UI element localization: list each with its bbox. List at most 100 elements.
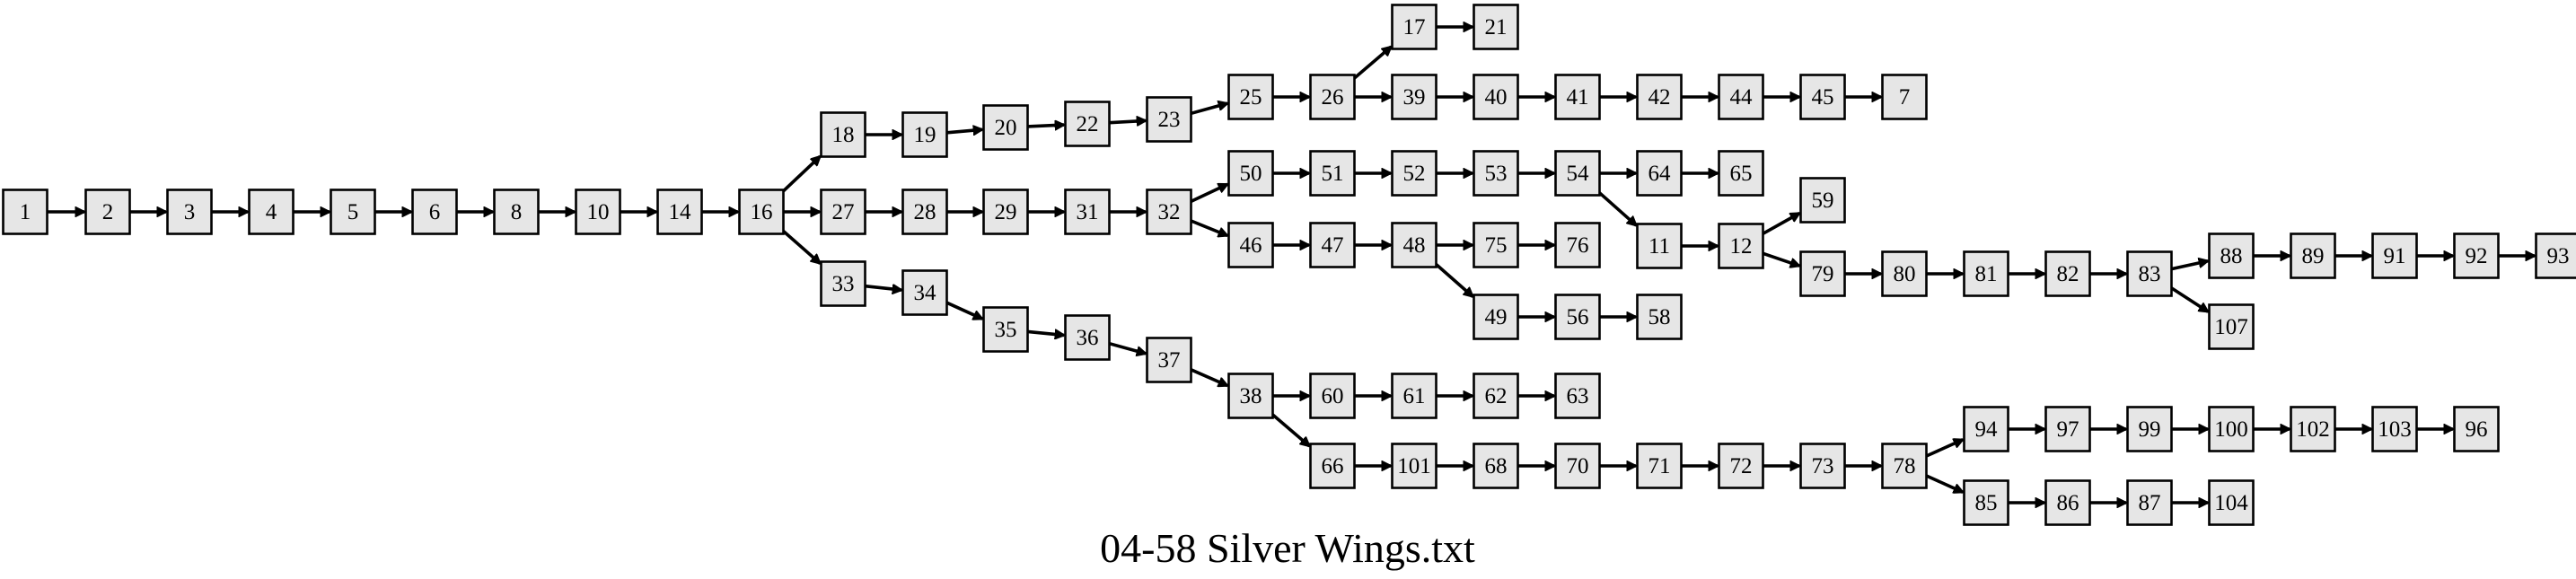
node-box xyxy=(1554,294,1601,340)
node-label: 51 xyxy=(1322,162,1344,186)
node-box xyxy=(575,189,621,235)
node-label: 25 xyxy=(1240,85,1262,110)
node-label: 34 xyxy=(914,281,937,305)
edge-38-to-66 xyxy=(1271,413,1310,446)
node-102: 102 xyxy=(2290,406,2336,452)
node-68: 68 xyxy=(1473,443,1519,489)
node-26: 26 xyxy=(1309,74,1356,120)
node-label: 42 xyxy=(1648,85,1671,110)
node-79: 79 xyxy=(1799,250,1846,297)
node-box xyxy=(820,260,866,307)
node-label: 82 xyxy=(2057,262,2079,286)
node-box xyxy=(1799,74,1846,120)
node-61: 61 xyxy=(1391,373,1437,419)
node-17: 17 xyxy=(1391,4,1437,50)
node-box xyxy=(1963,479,2009,526)
node-label: 56 xyxy=(1567,305,1589,329)
edge-37-to-38 xyxy=(1190,368,1228,386)
node-label: 99 xyxy=(2139,417,2161,442)
node-25: 25 xyxy=(1227,74,1274,120)
node-box xyxy=(820,111,866,158)
node-box xyxy=(2044,479,2091,526)
edge-83-to-107 xyxy=(2170,286,2209,313)
node-54: 54 xyxy=(1554,150,1601,197)
edge-83-to-88 xyxy=(2171,261,2209,271)
node-label: 65 xyxy=(1730,162,1753,186)
node-label: 44 xyxy=(1730,85,1754,110)
node-72: 72 xyxy=(1718,443,1764,489)
node-38: 38 xyxy=(1227,373,1274,419)
node-box xyxy=(1391,150,1437,197)
node-23: 23 xyxy=(1146,96,1192,143)
node-86: 86 xyxy=(2044,479,2091,526)
node-47: 47 xyxy=(1309,222,1356,268)
node-label: 53 xyxy=(1485,162,1508,186)
node-label: 18 xyxy=(832,123,855,147)
node-58: 58 xyxy=(1636,294,1683,340)
edge-78-to-85 xyxy=(1925,474,1964,494)
edge-22-to-23 xyxy=(1109,120,1147,122)
node-92: 92 xyxy=(2453,232,2500,279)
node-box xyxy=(1881,250,1928,297)
edge-26-to-17 xyxy=(1353,47,1392,80)
node-box xyxy=(1636,223,1683,269)
node-box xyxy=(493,189,540,235)
node-box xyxy=(2453,232,2500,279)
node-box xyxy=(1227,222,1274,268)
edge-12-to-59 xyxy=(1762,211,1800,235)
node-box xyxy=(2208,479,2255,526)
node-12: 12 xyxy=(1718,223,1764,269)
node-label: 28 xyxy=(914,200,936,224)
node-label: 12 xyxy=(1730,234,1753,259)
node-18: 18 xyxy=(820,111,866,158)
node-1: 1 xyxy=(2,189,48,235)
node-box xyxy=(1718,443,1764,489)
node-label: 60 xyxy=(1322,384,1344,408)
node-78: 78 xyxy=(1881,443,1928,489)
node-box xyxy=(1718,223,1764,269)
node-40: 40 xyxy=(1473,74,1519,120)
node-label: 91 xyxy=(2384,244,2406,268)
node-box xyxy=(330,189,376,235)
node-label: 41 xyxy=(1567,85,1589,110)
node-88: 88 xyxy=(2208,232,2255,279)
node-box xyxy=(1799,250,1846,297)
node-16: 16 xyxy=(738,189,785,235)
node-4: 4 xyxy=(248,189,295,235)
node-76: 76 xyxy=(1554,222,1601,268)
edge-16-to-18 xyxy=(782,156,821,193)
node-box xyxy=(901,269,948,316)
node-box xyxy=(84,189,131,235)
node-75: 75 xyxy=(1473,222,1519,268)
node-104: 104 xyxy=(2208,479,2255,526)
node-label: 83 xyxy=(2139,262,2161,286)
node-box xyxy=(1064,189,1111,235)
node-box xyxy=(166,189,213,235)
node-36: 36 xyxy=(1064,314,1111,361)
node-box xyxy=(1146,189,1192,235)
node-64: 64 xyxy=(1636,150,1683,197)
node-label: 78 xyxy=(1894,454,1916,478)
node-5: 5 xyxy=(330,189,376,235)
node-box xyxy=(1309,222,1356,268)
node-box xyxy=(738,189,785,235)
node-label: 26 xyxy=(1322,85,1344,110)
node-80: 80 xyxy=(1881,250,1928,297)
node-box xyxy=(2126,406,2173,452)
node-label: 59 xyxy=(1812,189,1834,213)
node-box xyxy=(1146,337,1192,383)
node-box xyxy=(2044,250,2091,297)
node-label: 103 xyxy=(2378,417,2412,442)
node-label: 23 xyxy=(1158,108,1181,132)
node-2: 2 xyxy=(84,189,131,235)
node-label: 87 xyxy=(2139,491,2161,515)
node-box xyxy=(820,189,866,235)
node-box xyxy=(1473,4,1519,50)
node-box xyxy=(248,189,295,235)
node-box xyxy=(1554,150,1601,197)
node-44: 44 xyxy=(1718,74,1764,120)
node-59: 59 xyxy=(1799,177,1846,224)
edge-12-to-79 xyxy=(1762,251,1800,266)
edge-20-to-22 xyxy=(1027,125,1065,127)
node-6: 6 xyxy=(411,189,458,235)
